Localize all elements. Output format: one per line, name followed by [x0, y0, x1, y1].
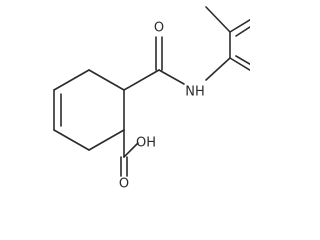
- acid-oxygen-label: O: [119, 177, 129, 192]
- amide-group: [123, 36, 231, 91]
- chemical-structure-diagram: O NH OH O: [53, 6, 250, 192]
- ring-bond: [53, 69, 90, 91]
- ring-to-amide-carbon-bond: [123, 69, 160, 91]
- ring-bond: [53, 129, 90, 151]
- aryl-double-bond-inner: [235, 55, 250, 66]
- methyl-bond: [205, 6, 231, 33]
- tolyl-ring: [205, 6, 250, 72]
- amide-c-n-bond: [158, 69, 185, 85]
- aryl-bond: [229, 18, 250, 33]
- carboxylic-acid-group: [120, 129, 139, 177]
- n-to-aryl-bond: [205, 57, 231, 81]
- ring-bond: [88, 69, 125, 91]
- hydroxyl-label: OH: [136, 136, 156, 151]
- amide-oxygen-label: O: [154, 21, 164, 36]
- atom-labels: O NH OH O: [119, 20, 205, 192]
- aryl-double-bond-inner: [235, 25, 250, 37]
- amide-nitrogen-label: NH: [185, 85, 205, 100]
- acid-c-oh-bond: [123, 142, 139, 158]
- aryl-bond: [229, 57, 250, 72]
- cyclohexene-ring: [53, 69, 125, 151]
- ring-bond: [88, 129, 125, 151]
